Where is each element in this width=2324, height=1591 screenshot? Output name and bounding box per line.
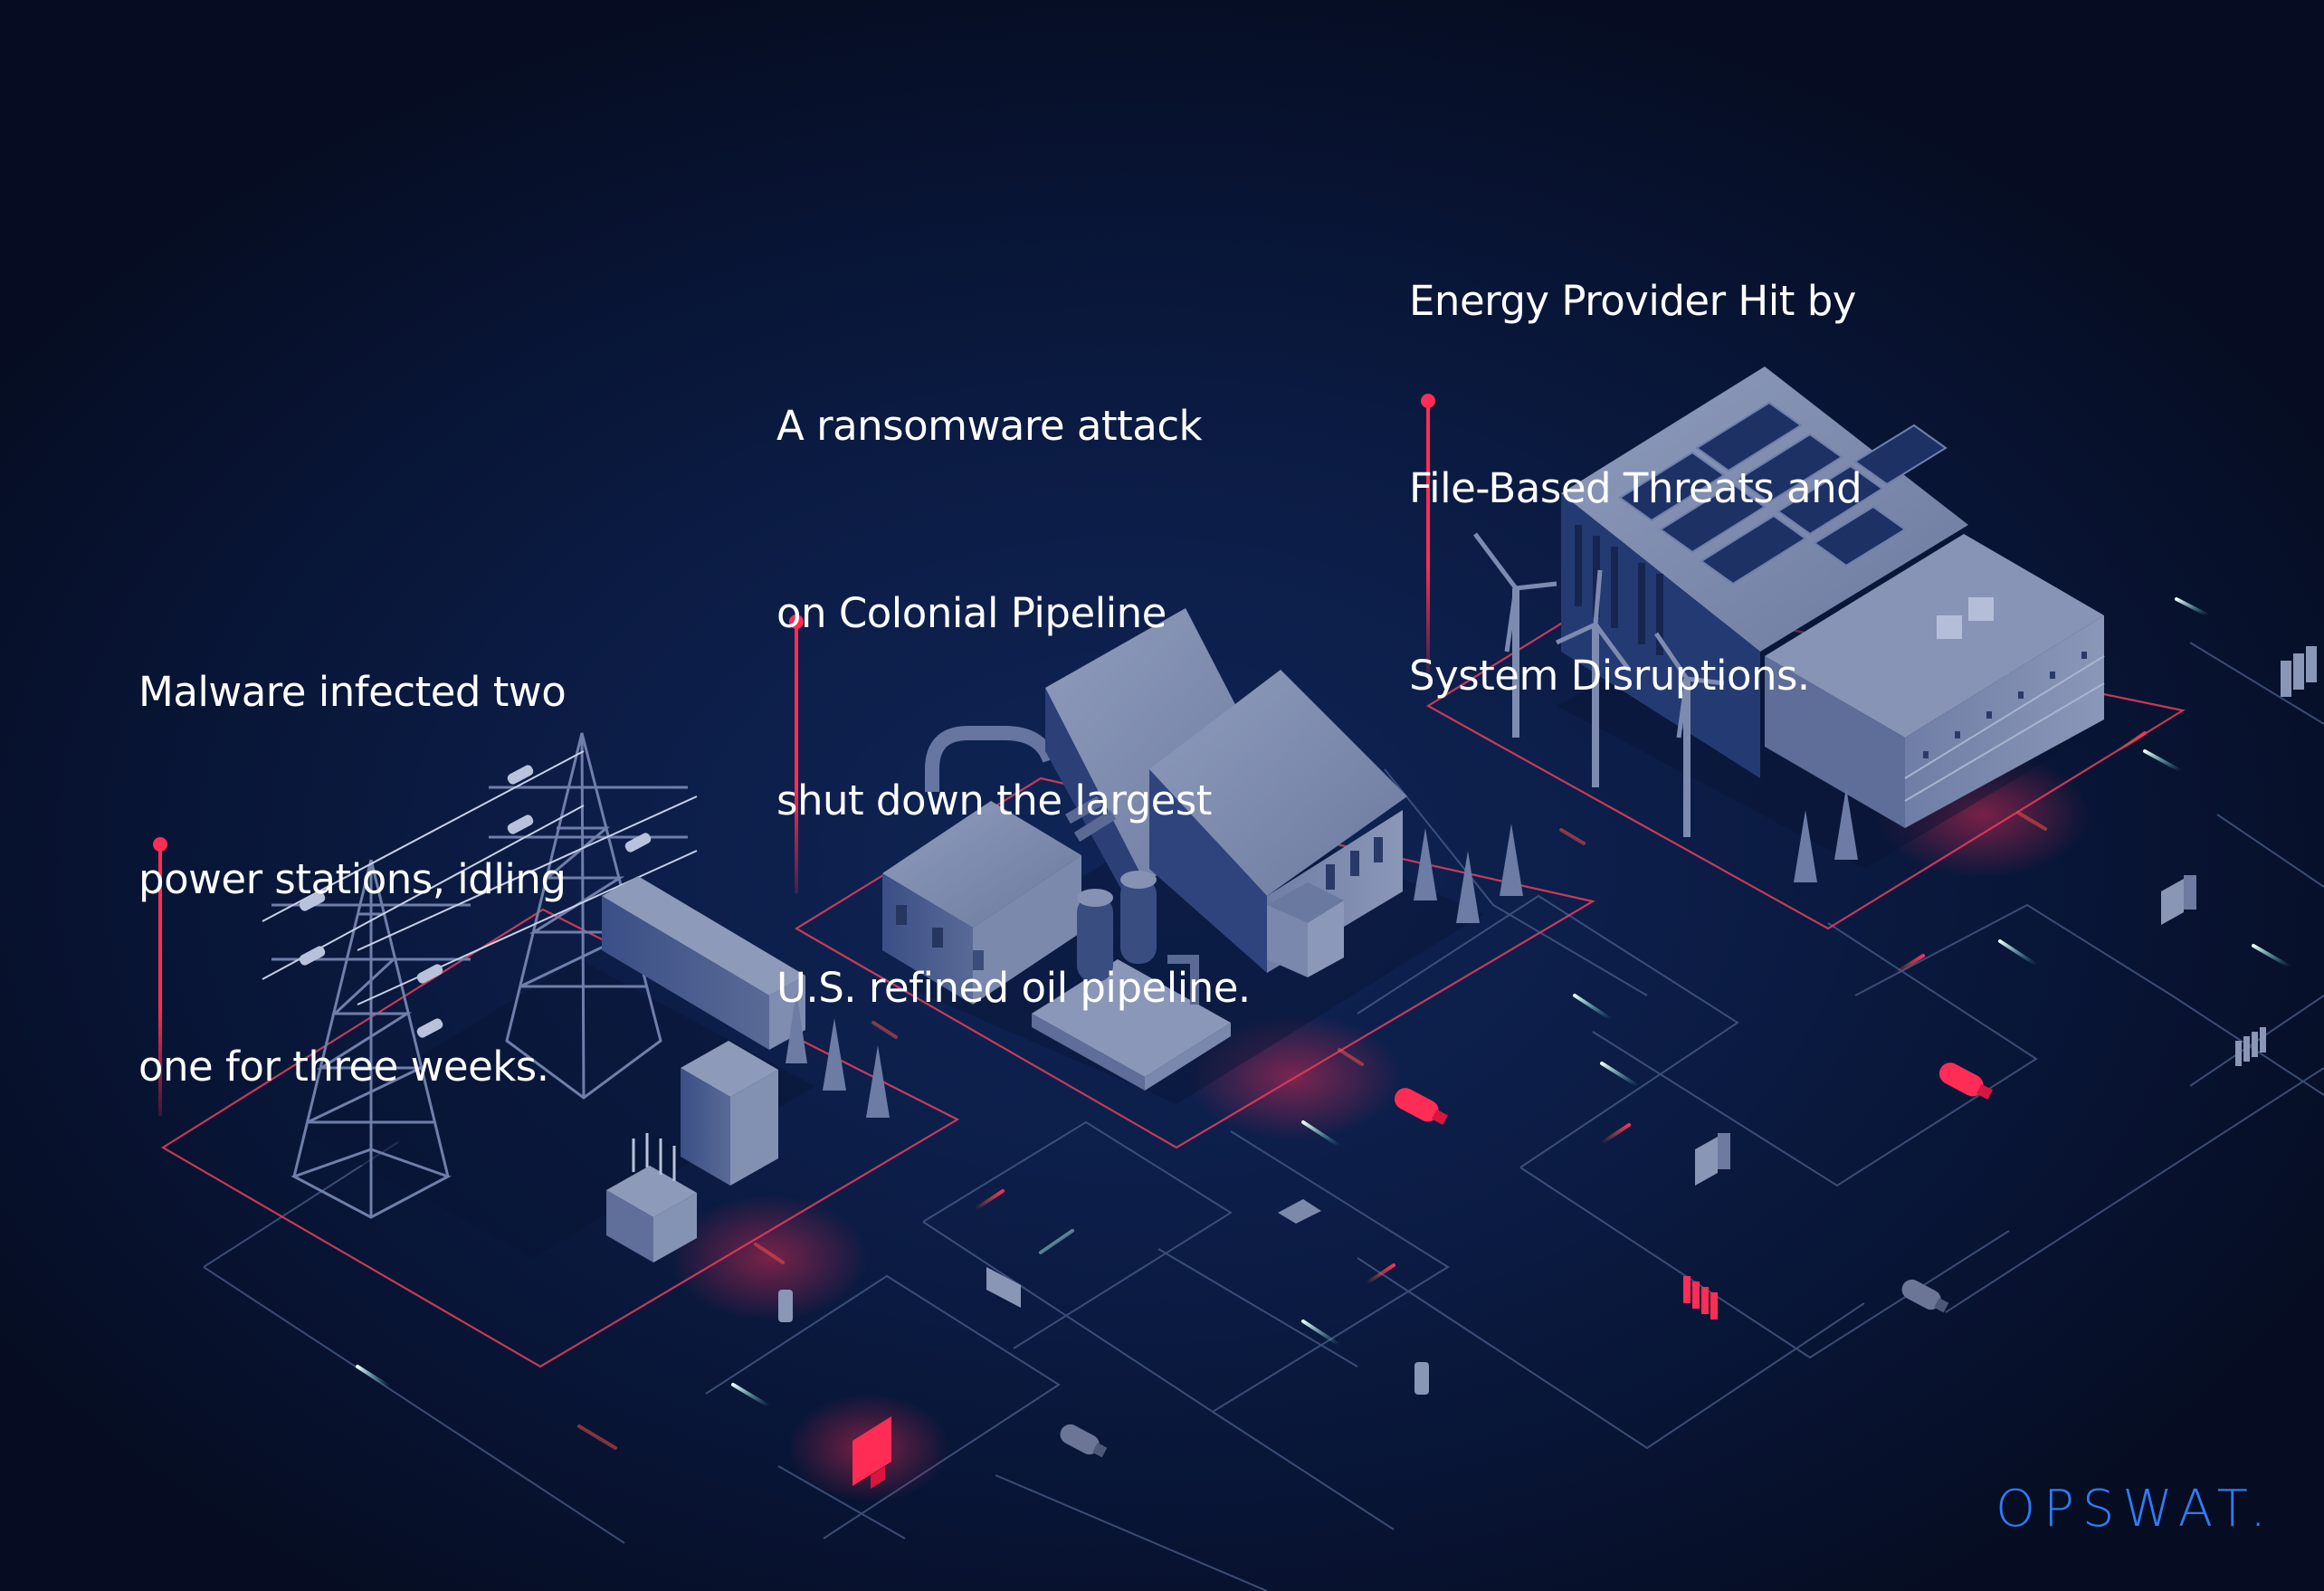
phone xyxy=(778,1290,793,1322)
caption-colonial-pipeline: A ransomware attack on Colonial Pipeline… xyxy=(776,270,1251,1144)
caption-line: power stations, idling xyxy=(138,855,567,903)
pin-stem xyxy=(158,844,162,1116)
pin-dot xyxy=(153,837,167,852)
callout-pin-pipeline xyxy=(789,614,804,893)
usb-drive-infected xyxy=(1938,1062,1993,1100)
oil-pipeline-facility xyxy=(882,608,1523,1104)
pin-stem xyxy=(1426,401,1430,672)
hard-drive xyxy=(1278,1199,1321,1224)
pin-dot xyxy=(1421,394,1435,408)
caption-line: on Colonial Pipeline xyxy=(776,589,1167,637)
energy-provider-building xyxy=(1473,367,2109,882)
power-transformer xyxy=(606,1133,697,1262)
trees xyxy=(1414,824,1523,923)
file-stack-infected xyxy=(1683,1276,1718,1319)
caption-line: Malware infected two xyxy=(138,668,567,716)
file-stack xyxy=(2235,1027,2266,1066)
power-substation xyxy=(262,732,890,1262)
wind-turbines xyxy=(1473,532,1725,837)
caption-line: System Disruptions. xyxy=(1409,652,1810,700)
wind-turbine-2 xyxy=(1555,569,1632,787)
caption-line: A ransomware attack xyxy=(776,402,1203,450)
callout-pin-power-stations xyxy=(153,837,167,1116)
rooftop-hvac xyxy=(1937,597,1994,639)
caption-line: one for three weeks. xyxy=(138,1043,549,1091)
data-streaks xyxy=(356,597,2291,1450)
monitor-infected xyxy=(852,1416,891,1489)
caption-line: shut down the largest xyxy=(776,776,1212,824)
refinery-building-left xyxy=(882,801,1081,1005)
caption-energy-provider: Energy Provider Hit by File-Based Threat… xyxy=(1409,145,1862,832)
pin-stem xyxy=(795,622,798,893)
opswat-logo: OPSWAT. xyxy=(1995,1480,2275,1539)
wind-turbine-1 xyxy=(1473,532,1557,738)
solar-panels xyxy=(1618,401,1948,586)
caption-line: Energy Provider Hit by xyxy=(1409,277,1856,325)
computer xyxy=(1695,1133,1730,1186)
callout-pin-energy-provider xyxy=(1421,394,1435,672)
storage-tanks xyxy=(1032,871,1231,1091)
usb-drive xyxy=(1901,1279,1949,1313)
network-devices xyxy=(778,646,2317,1489)
caption-line: File-Based Threats and xyxy=(1409,464,1862,512)
phone xyxy=(1414,1362,1429,1395)
usb-drive-infected xyxy=(1394,1088,1448,1126)
usb-drive xyxy=(1060,1424,1108,1458)
refinery-building-right xyxy=(1149,670,1407,977)
wind-turbine-3 xyxy=(1653,632,1725,837)
pin-dot xyxy=(789,614,804,629)
caption-line: U.S. refined oil pipeline. xyxy=(776,964,1251,1012)
trees xyxy=(786,991,890,1118)
server-rack xyxy=(2281,646,2317,697)
chip-card xyxy=(986,1267,1021,1308)
caption-power-stations: Malware infected two power stations, idl… xyxy=(138,536,567,1223)
computer xyxy=(2161,875,2196,925)
trees xyxy=(1794,787,1858,882)
pipe-loop xyxy=(925,726,1057,792)
electrical-cabinet xyxy=(681,1041,778,1186)
